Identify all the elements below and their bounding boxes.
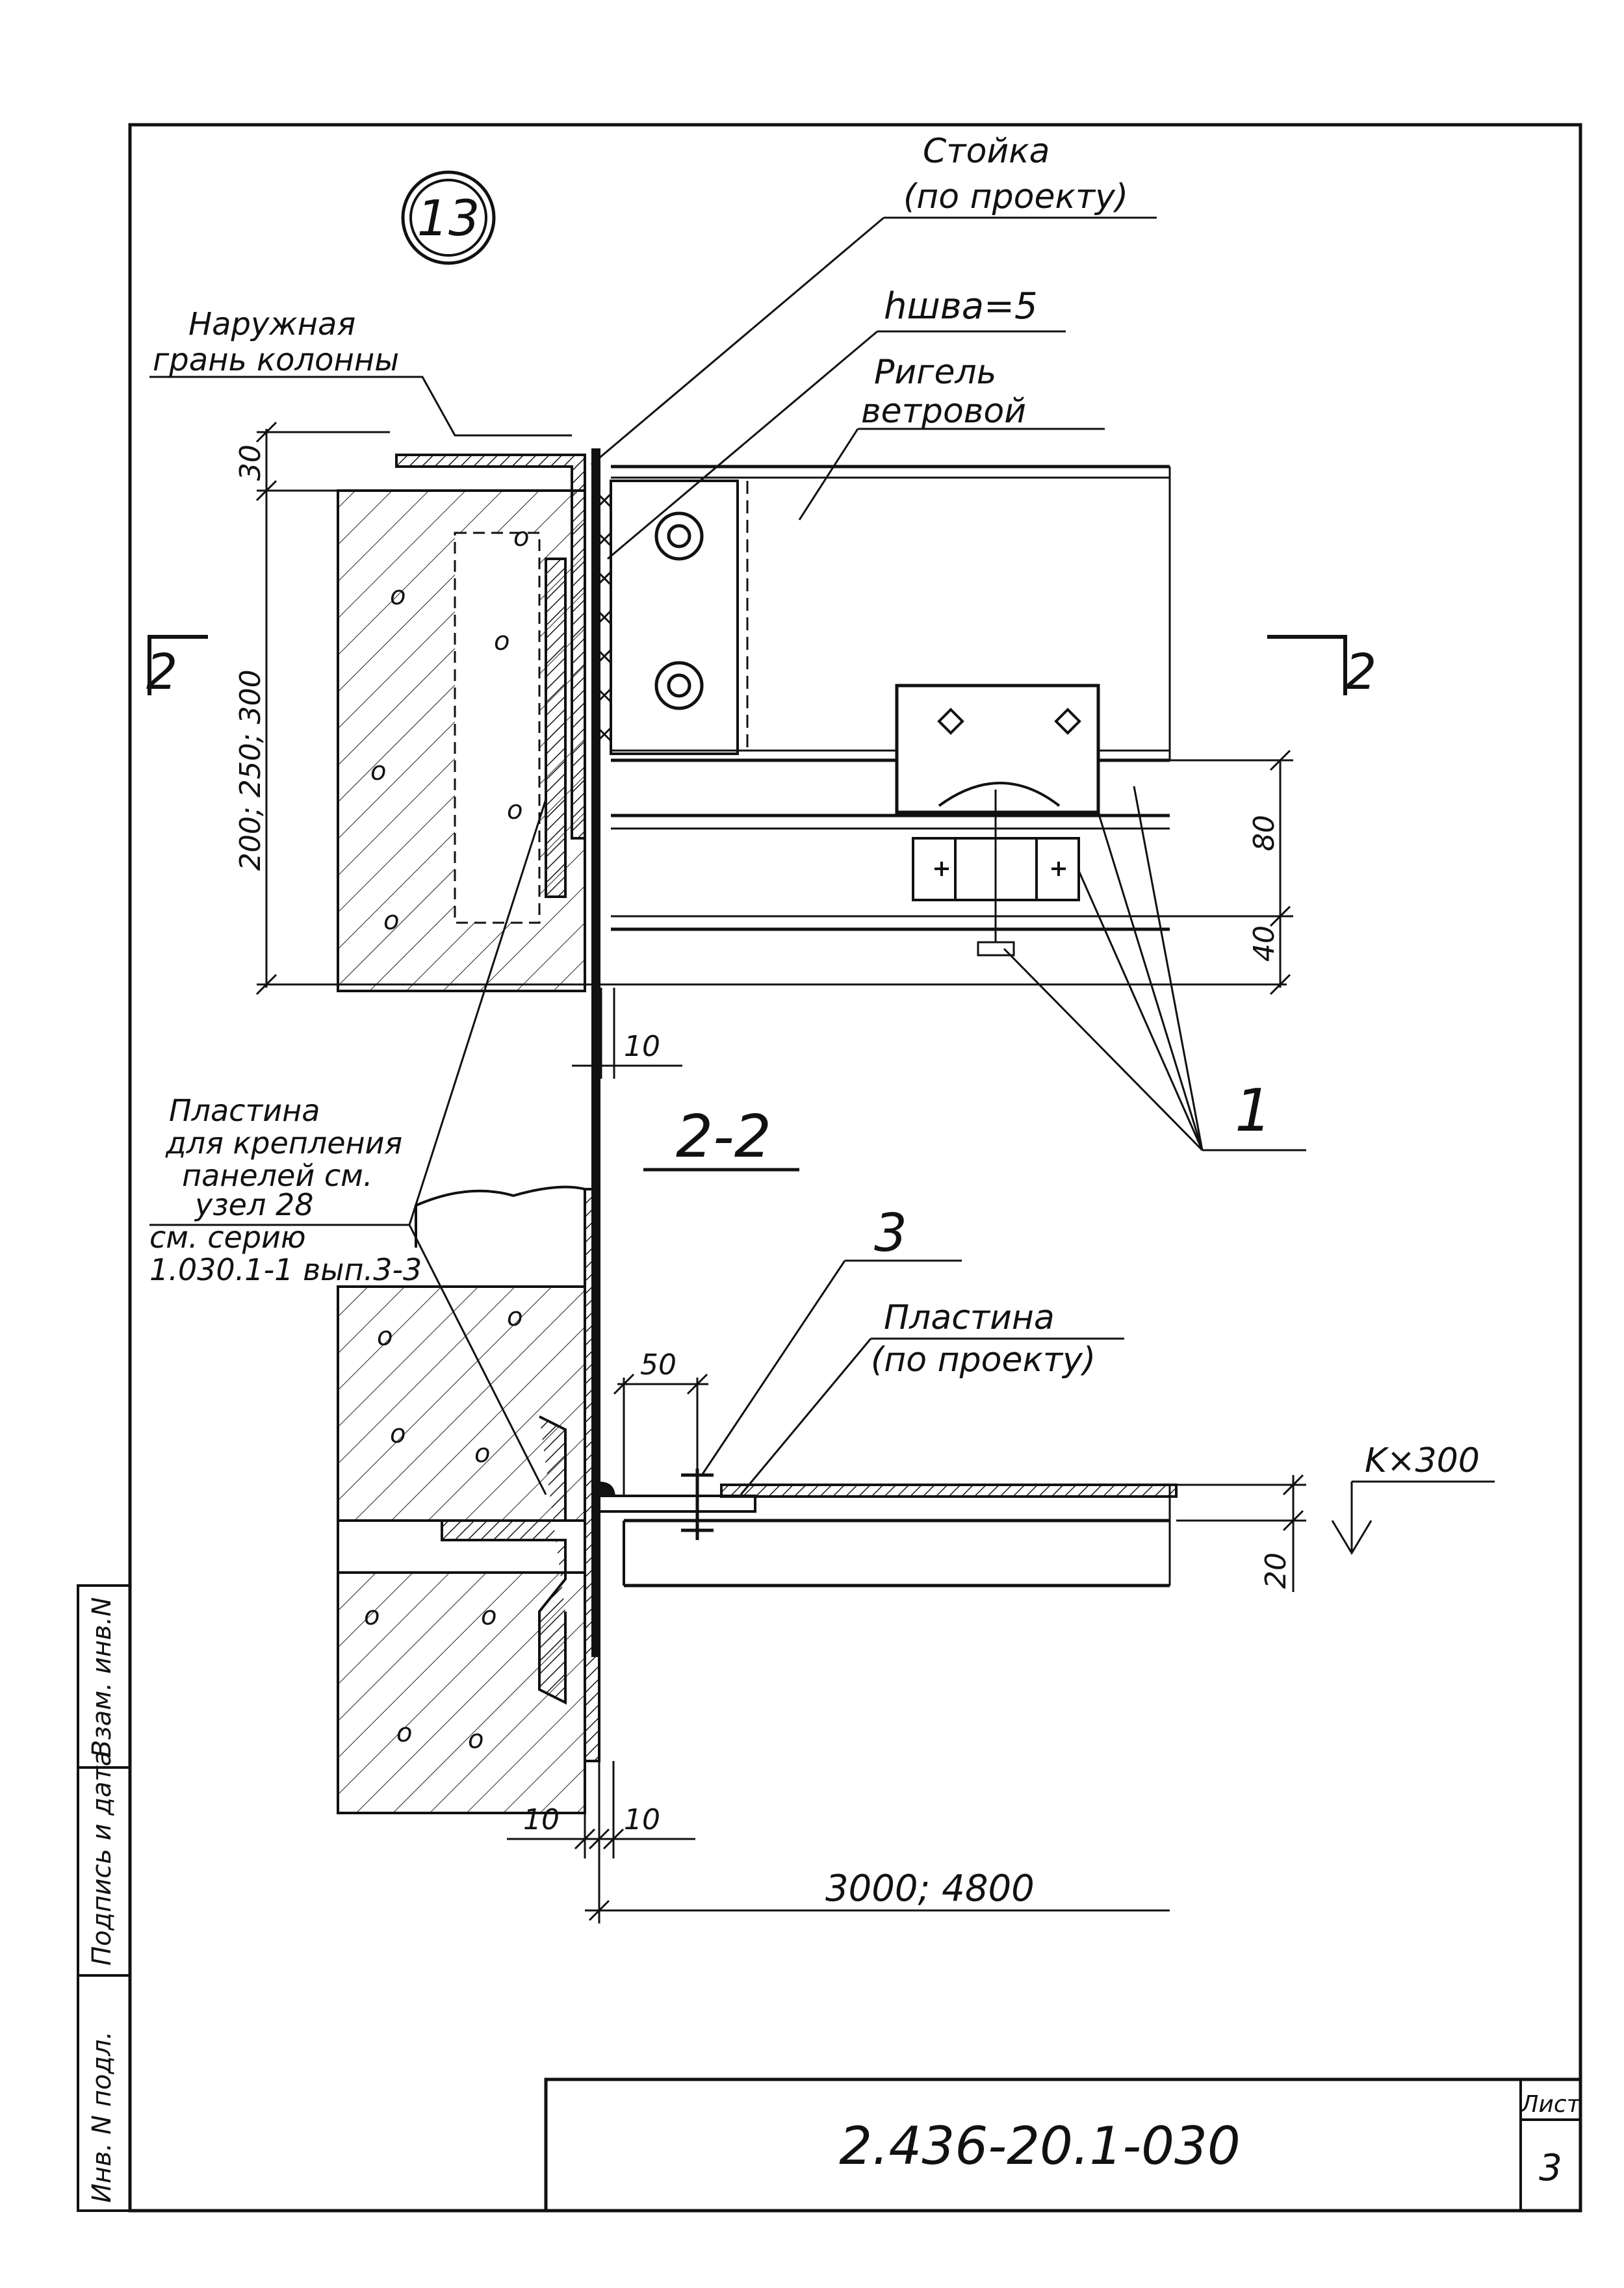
label-plate-4: узел 28	[194, 1187, 314, 1222]
svg-text:2: 2	[1345, 643, 1376, 701]
leader-callout-3	[701, 1259, 962, 1476]
svg-text:o: o	[390, 581, 406, 611]
outer-face-angle	[395, 454, 586, 840]
label-stoika-1: Стойка	[923, 132, 1050, 171]
weld-crosses	[597, 493, 612, 742]
dim-10-top: 10	[624, 1030, 660, 1063]
leader-plate2	[740, 1337, 1124, 1495]
bolt-upper-1	[654, 511, 704, 561]
callout-1	[1003, 786, 1306, 1151]
sheet-label: Лист	[1519, 2091, 1580, 2118]
label-plate2-2: (по проекту)	[871, 1341, 1096, 1380]
svg-text:o: o	[370, 756, 386, 786]
level-mark-kx300	[1331, 1480, 1495, 1555]
label-plate-3: панелей см.	[182, 1158, 372, 1193]
side-stamp: Взам. инв.N Подпись и дата Инв. N подл.	[77, 1584, 131, 2212]
label-plate-2: для крепления	[165, 1125, 402, 1161]
dim-50: 50	[640, 1348, 677, 1382]
section-marker-left: 2	[146, 635, 208, 701]
label-outer-face-1: Наружная	[188, 306, 355, 342]
dim-10-right: 10	[624, 1803, 660, 1836]
node-number: 13	[417, 189, 480, 247]
stamp-replace-inv: Взам. инв.N	[87, 1597, 117, 1758]
title-block: 2.436-20.1-030 Лист 3	[544, 2077, 1582, 2213]
dim-span: 3000; 4800	[825, 1868, 1035, 1910]
dim-30: 30	[234, 444, 267, 481]
column-concrete-lower: o o o o o o o o	[337, 1285, 586, 1814]
leader-plate	[149, 799, 547, 1495]
stamp-signature-date: Подпись и дата	[87, 1751, 117, 1966]
dim-80: 80	[1248, 815, 1281, 851]
label-outer-face-2: грань колонны	[153, 342, 399, 378]
label-rigel-1: Ригель	[874, 353, 996, 392]
plate-for-panels	[584, 1188, 600, 1762]
panel-upper	[415, 1185, 586, 1248]
callout-3-label: 3	[874, 1203, 907, 1263]
bolt-upper-2	[654, 661, 704, 710]
svg-text:o: o	[474, 1439, 490, 1469]
svg-text:o: o	[494, 626, 509, 656]
callout-1-label: 1	[1235, 1077, 1272, 1145]
label-plate-6: 1.030.1-1 вып.3-3	[149, 1252, 422, 1287]
dim-20: 20	[1259, 1552, 1293, 1589]
section-title: 2-2	[676, 1103, 771, 1171]
svg-text:o: o	[396, 1718, 412, 1748]
svg-text:o: o	[507, 1302, 522, 1332]
column-concrete-upper: o o o o o o	[337, 489, 586, 992]
dim-height: 200; 250; 300	[234, 669, 267, 871]
node-marker: 13	[401, 170, 496, 265]
girder-plate-lower	[598, 1469, 1178, 1587]
stamp-original-inv: Инв. N подл.	[87, 2031, 117, 2203]
svg-text:o: o	[364, 1601, 380, 1631]
svg-text:o: o	[377, 1322, 393, 1352]
upper-dimensions	[255, 421, 1293, 1079]
leader-outer-face	[149, 376, 572, 437]
label-plate-1: Пластина	[169, 1093, 320, 1128]
svg-text:o: o	[513, 522, 529, 552]
embedded-plate-upper	[545, 558, 567, 898]
connection-plate	[895, 684, 1100, 814]
label-plate2-1: Пластина	[884, 1298, 1055, 1337]
label-kx300: K×300	[1365, 1441, 1480, 1480]
svg-text:o: o	[383, 906, 399, 936]
leader-weld	[607, 330, 1066, 560]
sheet-number: 3	[1539, 2147, 1562, 2189]
leader-rigel	[798, 428, 1105, 521]
dim-40: 40	[1248, 925, 1281, 962]
label-stoika-2: (по проекту)	[903, 177, 1128, 216]
svg-text:o: o	[468, 1725, 483, 1755]
document-code: 2.436-20.1-030	[839, 2116, 1241, 2176]
svg-text:o: o	[390, 1419, 406, 1449]
svg-text:2: 2	[146, 643, 177, 701]
section-marker-right: 2	[1267, 635, 1376, 701]
lower-beam	[611, 790, 1170, 957]
label-rigel-2: ветровой	[861, 392, 1026, 431]
label-weld: hшва=5	[884, 285, 1038, 328]
leader-stoika	[591, 216, 1157, 466]
lower-dimensions	[507, 1373, 1306, 1923]
svg-text:o: o	[481, 1601, 496, 1631]
svg-text:o: o	[507, 795, 522, 825]
embedded-tee-lower	[441, 1415, 567, 1705]
dim-10-left: 10	[523, 1803, 560, 1836]
